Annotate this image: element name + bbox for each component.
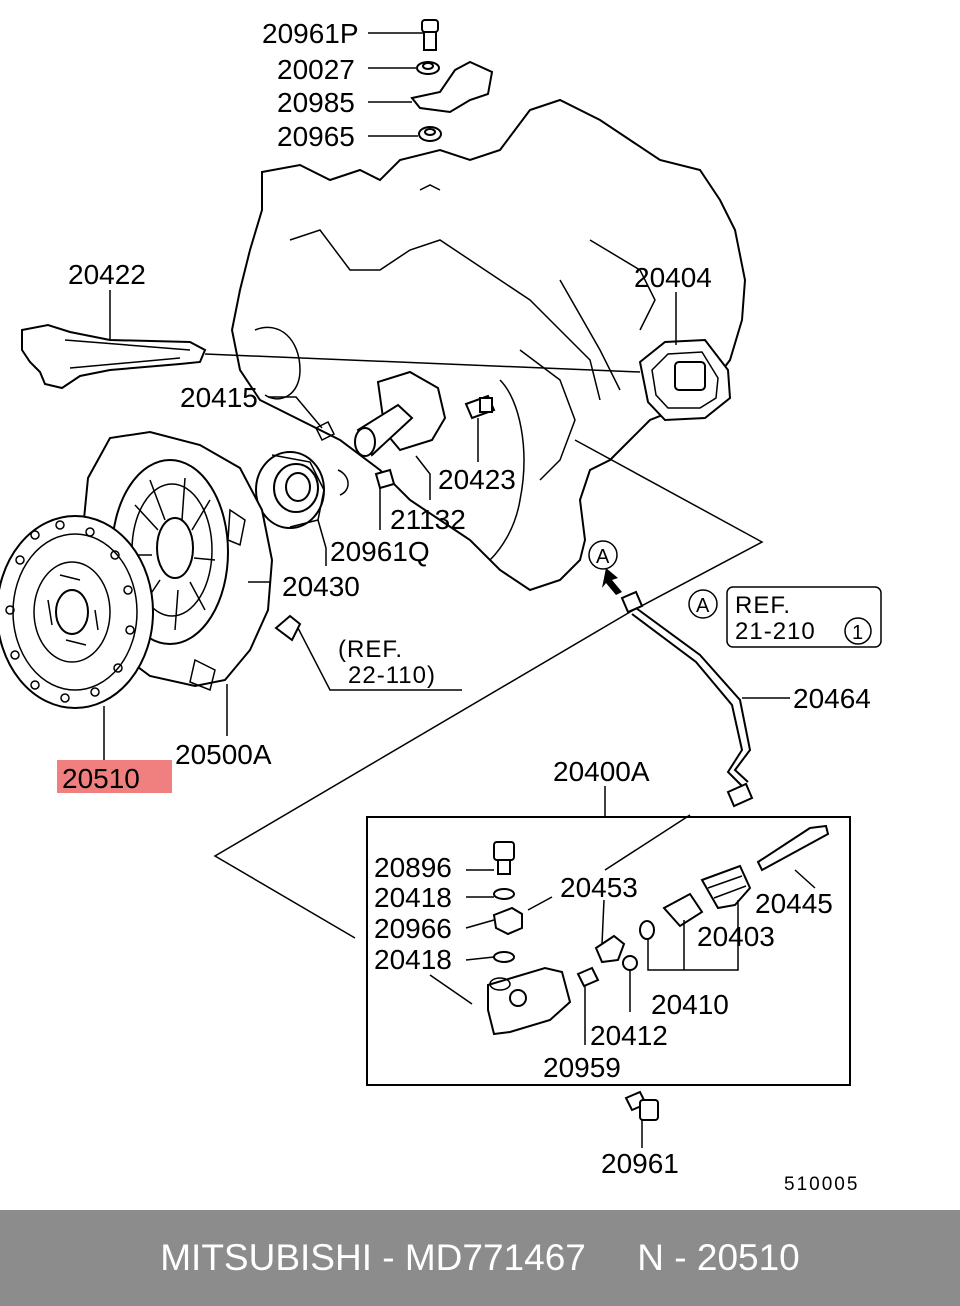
connection-lines xyxy=(213,439,764,939)
label-20412: 20412 xyxy=(590,1020,668,1051)
label-20464: 20464 xyxy=(793,683,871,714)
ref-21-210-circle xyxy=(844,617,872,645)
label-20027: 20027 xyxy=(277,54,355,85)
label-20961P: 20961P xyxy=(262,18,359,49)
dowel-pin xyxy=(274,614,302,642)
label-20961: 20961 xyxy=(601,1148,679,1179)
release-bearing xyxy=(255,451,325,529)
ref-22-leader xyxy=(297,627,462,691)
transmission-housing xyxy=(230,98,747,592)
small-bolt xyxy=(374,468,396,490)
clutch-hose xyxy=(620,590,754,808)
dust-boot xyxy=(638,338,732,422)
callout-leaders xyxy=(103,32,790,817)
label-20423: 20423 xyxy=(438,464,516,495)
label-20500A: 20500A xyxy=(175,739,272,770)
label-20966: 20966 xyxy=(374,913,452,944)
label-20430: 20430 xyxy=(282,571,360,602)
label-20985: 20985 xyxy=(277,87,355,118)
clutch-disc xyxy=(0,515,154,709)
label-20445: 20445 xyxy=(755,888,833,919)
label-20453: 20453 xyxy=(560,872,638,903)
leader-line xyxy=(204,353,641,373)
label-20510: 20510 xyxy=(62,763,140,794)
label-20403: 20403 xyxy=(697,921,775,952)
retainer-clip xyxy=(314,420,349,496)
label-20415: 20415 xyxy=(180,382,258,413)
label-20959: 20959 xyxy=(543,1052,621,1083)
top-bolt-stack xyxy=(410,19,494,142)
ref-21-210-line2: 21-210 xyxy=(735,618,816,645)
pivot-bolt xyxy=(464,394,496,420)
label-20418-lower: 20418 xyxy=(374,944,452,975)
ref-22-110-line1: (REF. xyxy=(338,636,403,663)
assembly-leaders xyxy=(429,869,816,1045)
ref-21-210-circle-number: 1 xyxy=(852,622,864,644)
marker-a-box-circle xyxy=(688,589,718,619)
label-20965: 20965 xyxy=(277,121,355,152)
arrow-icon xyxy=(602,568,622,595)
bottom-bolt xyxy=(624,1090,659,1148)
label-20410: 20410 xyxy=(651,989,729,1020)
label-20418-upper: 20418 xyxy=(374,882,452,913)
label-20404: 20404 xyxy=(634,262,712,293)
highlight-box xyxy=(57,760,172,793)
footer-bar: MITSUBISHI - MD771467 N - 20510 xyxy=(0,1210,960,1306)
callout-labels: 20961P 20027 20985 20965 20422 20404 204… xyxy=(57,18,871,1179)
label-20400A: 20400A xyxy=(553,756,650,787)
diagram-code: 510005 xyxy=(784,1174,859,1195)
ref-22-110-line2: 22-110) xyxy=(348,662,436,689)
label-20961Q: 20961Q xyxy=(330,536,430,567)
label-21132: 21132 xyxy=(390,504,466,535)
slave-cylinder-parts xyxy=(487,824,830,1036)
ref-21-210-box xyxy=(726,586,882,648)
assembly-box xyxy=(366,816,851,1086)
marker-a-box-label: A xyxy=(696,595,710,617)
reference-notes: (REF. 22-110) A A REF. 21-210 1 xyxy=(338,540,882,689)
label-20896: 20896 xyxy=(374,852,452,883)
parts-diagram: 20961P 20027 20985 20965 20422 20404 204… xyxy=(0,18,882,1195)
marker-a-circle xyxy=(588,540,618,570)
marker-a-label: A xyxy=(596,546,610,568)
label-20422: 20422 xyxy=(68,259,146,290)
footer-part-info: MITSUBISHI - MD771467 N - 20510 xyxy=(160,1237,800,1278)
release-fork xyxy=(21,323,207,390)
ref-21-210-line1: REF. xyxy=(735,592,791,619)
bearing-guide-sleeve xyxy=(354,370,447,457)
